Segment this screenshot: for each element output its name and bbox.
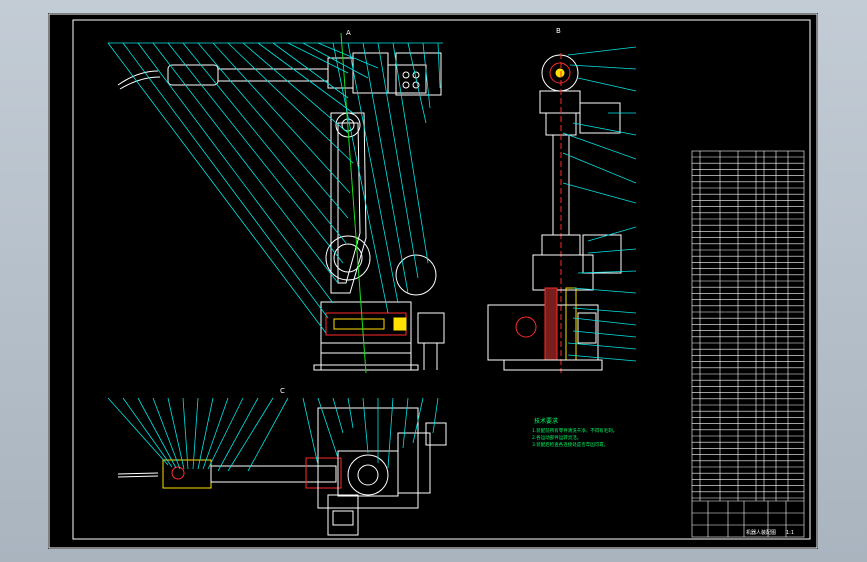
parts-list-table (691, 150, 805, 538)
inner-frame (72, 19, 811, 540)
side-leaders (562, 46, 637, 362)
notes-title: 技术要求 (534, 417, 558, 425)
front-leaders (107, 42, 443, 334)
drawing-sheet: A B C 技术要求 1.装配前所有零件清洗干净，不得有毛刺。 2.各运动部件运… (48, 13, 818, 549)
front-view (117, 32, 445, 374)
plan-leaders (107, 397, 439, 472)
parts-list-border (691, 150, 805, 538)
technical-notes: 技术要求 1.装配前所有零件清洗干净，不得有毛刺。 2.各运动部件运转灵活。 3… (532, 417, 617, 448)
notes-line-3: 3.装配后检查各连接处是否牢固可靠。 (532, 441, 608, 448)
view-label-side: B (556, 27, 561, 35)
outer-frame (48, 13, 818, 549)
title-block-scale: 1:1 (786, 530, 794, 536)
assembly-drawing: A B C 技术要求 1.装配前所有零件清洗干净，不得有毛刺。 2.各运动部件运… (48, 13, 818, 549)
view-label-front: A (346, 29, 351, 37)
side-view (487, 53, 622, 373)
notes-line-2: 2.各运动部件运转灵活。 (532, 434, 581, 441)
title-block-name: 机器人装配图 (746, 529, 776, 536)
view-label-plan: C (280, 387, 285, 395)
notes-line-1: 1.装配前所有零件清洗干净，不得有毛刺。 (532, 427, 617, 434)
plan-view (117, 407, 447, 536)
